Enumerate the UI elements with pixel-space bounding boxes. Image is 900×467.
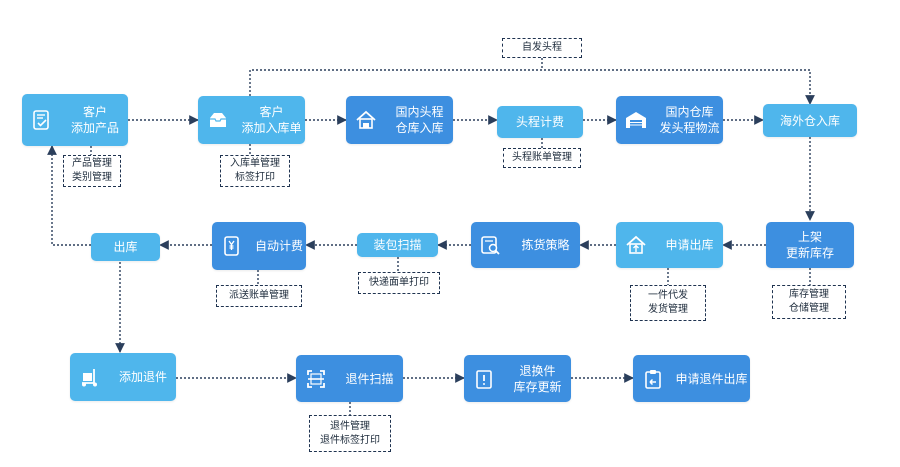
note-line: 发货管理 — [648, 304, 688, 315]
note-line: 头程账单管理 — [512, 152, 572, 163]
note-express-print: 快递面单打印 — [358, 272, 440, 294]
note-delivery-bill-mgmt: 派送账单管理 — [216, 285, 302, 307]
note-line: 类别管理 — [72, 172, 112, 183]
note-stock-mgmt: 库存管理 仓储管理 — [772, 285, 846, 319]
node-picking-strategy: 拣货策略 — [471, 222, 580, 268]
search-list-icon — [479, 233, 503, 257]
truck-home-icon — [354, 108, 378, 132]
node-outbound: 出库 — [91, 233, 160, 261]
node-domestic-warehouse-ship: 国内仓库发头程物流 — [616, 96, 723, 144]
hand-truck-icon — [78, 365, 102, 389]
note-line: 自发头程 — [522, 42, 562, 53]
node-label-line: 添加入库单 — [241, 121, 302, 135]
node-exchange-stock-update: 退换件库存更新 — [464, 355, 571, 402]
node-label-line: 添加退件 — [118, 370, 167, 384]
node-label-line: 海外仓入库 — [779, 113, 840, 128]
note-line: 仓储管理 — [789, 303, 829, 314]
note-return-mgmt: 退件管理 退件标签打印 — [309, 415, 391, 452]
note-line: 标签打印 — [235, 172, 275, 183]
node-label-line: 装包扫描 — [373, 238, 422, 252]
node-label-line: 添加产品 — [70, 121, 119, 135]
node-add-return: 添加退件 — [70, 353, 176, 401]
node-return-scan: 退件扫描 — [296, 355, 403, 402]
node-label-line: 发头程物流 — [659, 121, 720, 135]
note-line: 退件标签打印 — [320, 434, 380, 446]
house-upload-icon — [624, 233, 648, 257]
arrow-outbound-to-product — [47, 145, 91, 246]
node-label-line: 退件扫描 — [345, 371, 394, 386]
node-label-line: 国内头程 — [395, 105, 444, 119]
note-product-mgmt: 产品管理 类别管理 — [63, 155, 121, 187]
note-line: 派送账单管理 — [229, 290, 289, 301]
node-overseas-inbound: 海外仓入库 — [763, 104, 857, 137]
node-customer-add-inbound: 客户添加入库单 — [198, 96, 305, 144]
note-inbound-mgmt: 入库单管理 标签打印 — [220, 155, 290, 187]
node-label-line: 申请退件出库 — [675, 371, 748, 386]
yen-mobile-icon — [220, 234, 244, 258]
node-label-line: 申请出库 — [665, 238, 714, 252]
return-clipboard-icon — [641, 367, 665, 391]
node-label-line: 拣货策略 — [521, 238, 570, 252]
warehouse-icon — [624, 108, 648, 132]
note-line: 产品管理 — [72, 158, 112, 169]
node-label-line: 退换件 — [519, 363, 556, 378]
node-label-line: 头程计费 — [515, 115, 564, 129]
node-customer-add-product: 客户添加产品 — [22, 94, 128, 146]
node-first-leg-billing: 头程计费 — [497, 106, 583, 138]
arrow-self-ship-loop — [249, 69, 815, 105]
node-label-line: 仓库入库 — [395, 121, 444, 135]
note-line: 一件代发 — [648, 290, 688, 301]
node-label-line: 客户 — [259, 105, 284, 119]
clipboard-alert-icon — [472, 367, 496, 391]
node-label-line: 国内仓库 — [665, 105, 714, 119]
node-label-line: 出库 — [113, 240, 138, 254]
document-check-icon — [30, 108, 54, 132]
node-label-line: 客户 — [82, 105, 107, 119]
scan-frame-icon — [304, 367, 328, 391]
node-auto-billing: 自动计费 — [212, 222, 306, 270]
node-pack-scan: 装包扫描 — [357, 233, 438, 257]
node-label-line: 上架 — [797, 230, 822, 244]
node-label-line: 自动计费 — [254, 239, 303, 253]
note-line: 快递面单打印 — [369, 277, 429, 288]
note-first-leg-bill-mgmt: 头程账单管理 — [503, 148, 581, 168]
note-line: 退件管理 — [330, 420, 370, 432]
note-line: 入库单管理 — [230, 158, 280, 169]
note-self-ship-first-leg: 自发头程 — [502, 38, 582, 58]
note-dropship-mgmt: 一件代发 发货管理 — [630, 285, 706, 321]
node-label-line: 库存更新 — [513, 379, 562, 394]
node-request-return-outbound: 申请退件出库 — [633, 355, 750, 402]
node-shelve-update-stock: 上架更新库存 — [766, 222, 854, 268]
node-label-line: 更新库存 — [785, 246, 834, 260]
node-request-outbound: 申请出库 — [616, 222, 723, 268]
inbox-tray-icon — [206, 108, 230, 132]
node-domestic-first-leg-inbound: 国内头程仓库入库 — [346, 96, 453, 144]
note-line: 库存管理 — [789, 289, 829, 300]
